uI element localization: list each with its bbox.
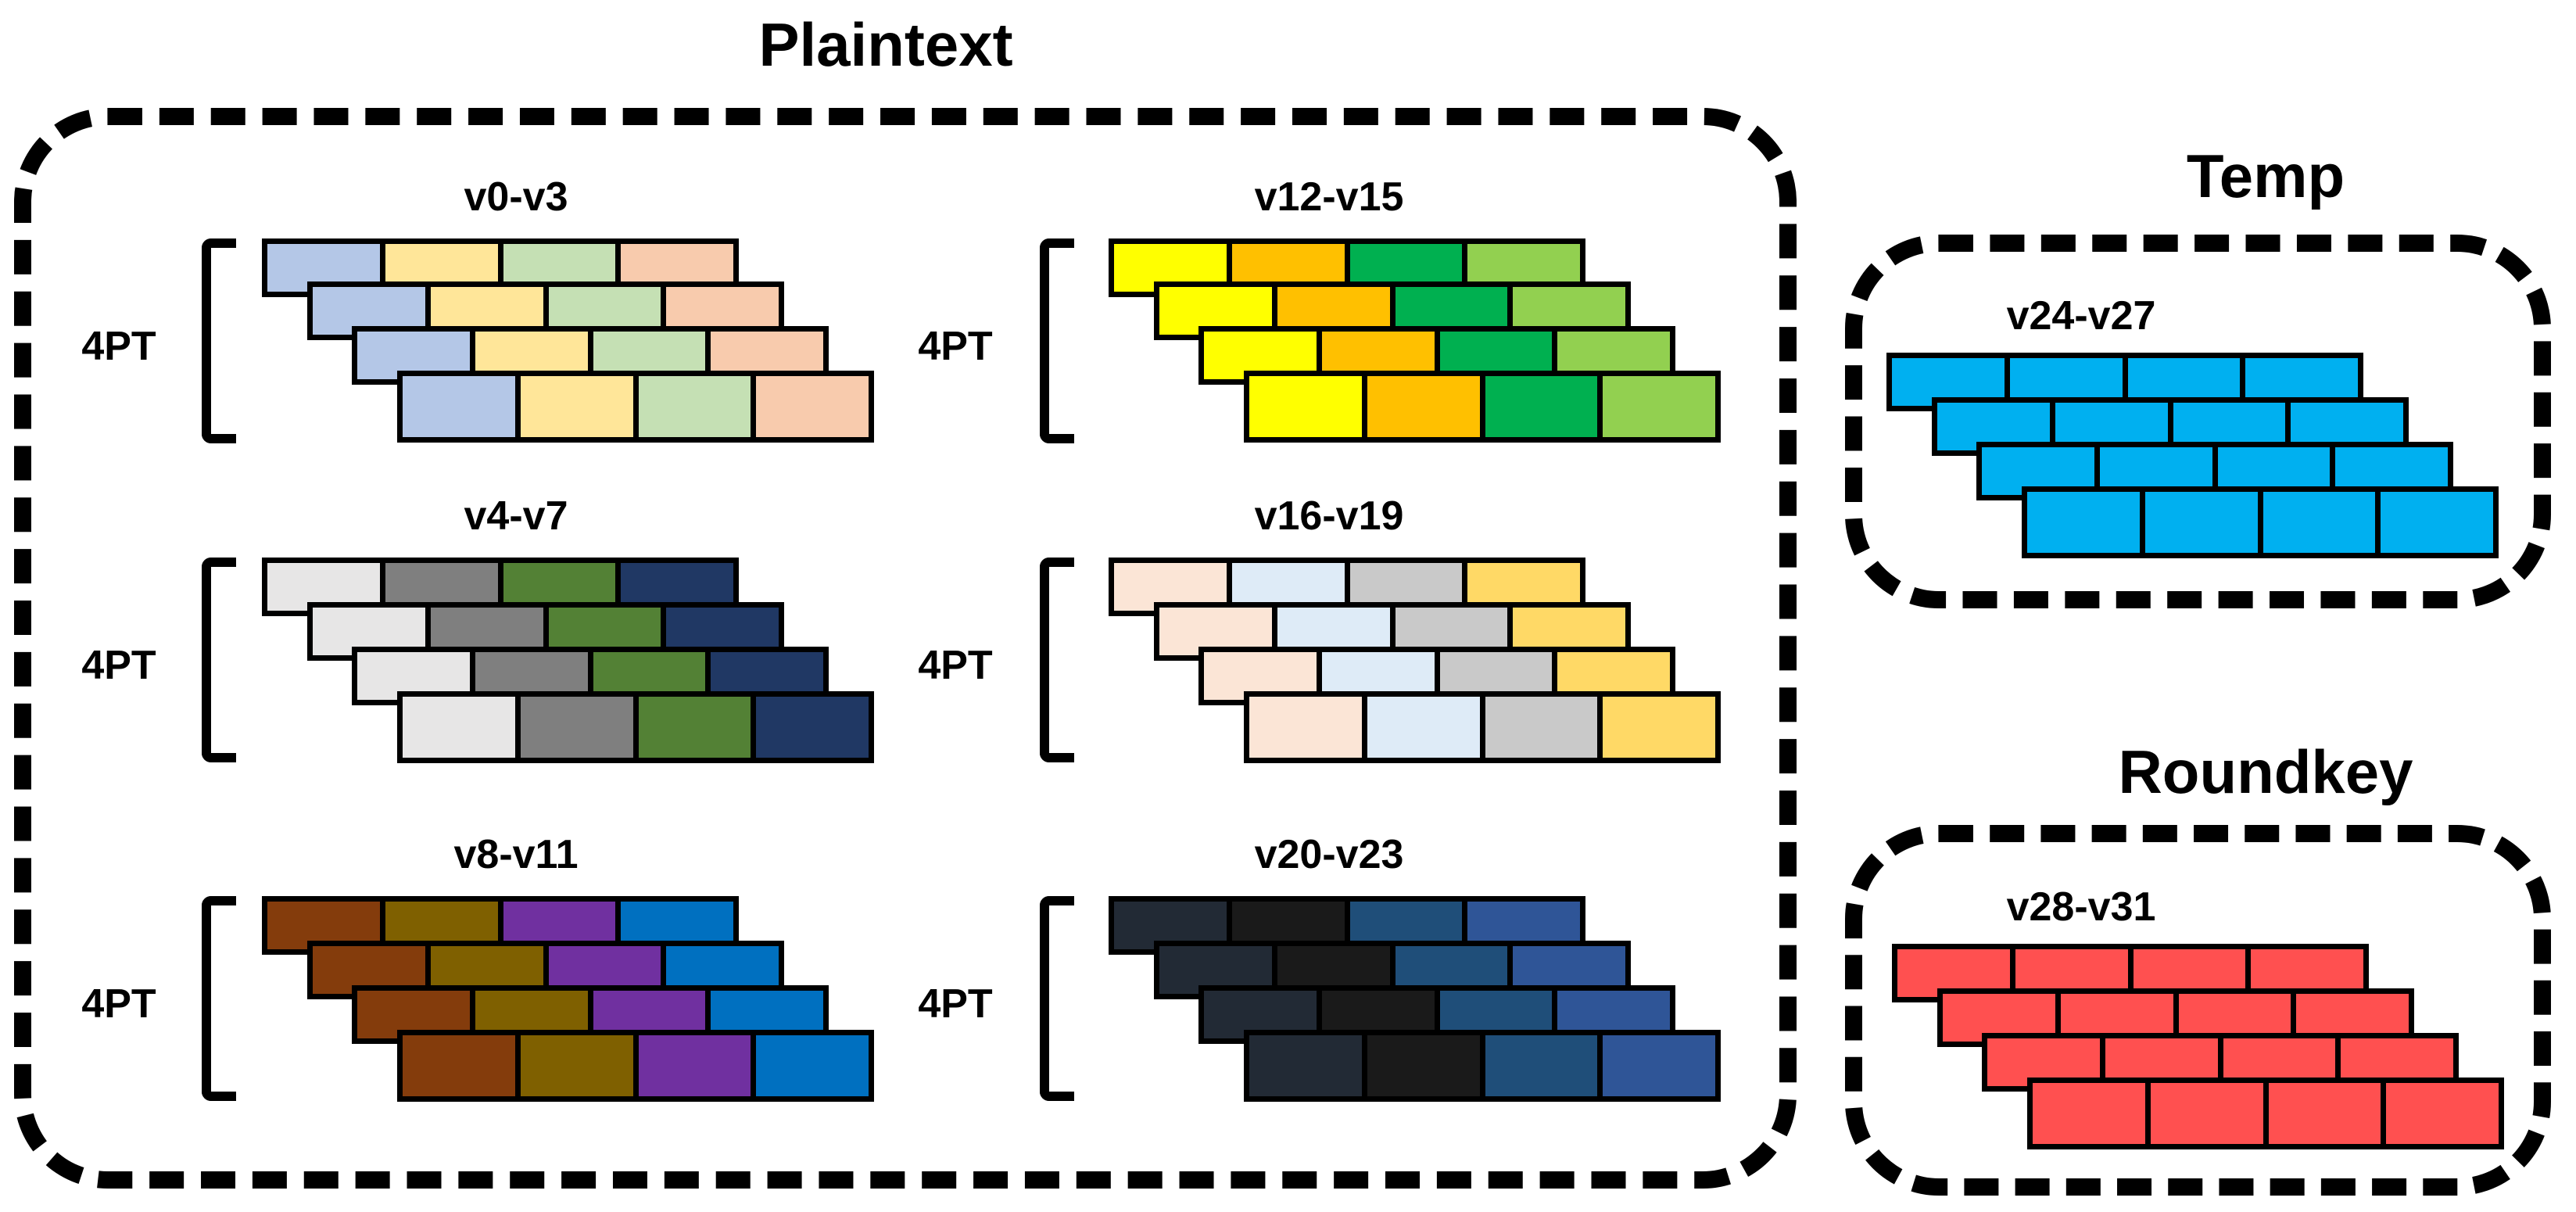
register-lane [1597,376,1715,437]
register-lane [1249,1035,1362,1096]
register-range-label: v8-v11 [453,832,579,877]
register-row [397,1030,874,1102]
register-row [2022,486,2499,558]
register-range-label: v24-v27 [2006,293,2156,339]
register-lane [1479,1035,1598,1096]
register-lane [514,376,633,437]
temp-box [1845,235,2551,608]
register-lane [1249,697,1362,758]
roundkey-box [1845,825,2551,1196]
register-row [2027,1078,2504,1149]
plaintext-box [14,108,1797,1189]
pt-count-label: 4PT [918,981,993,1027]
stack-bracket [1040,238,1074,443]
register-row [1244,691,1721,763]
temp-title: Temp [2186,142,2345,210]
register-row [1244,1030,1721,1102]
register-row [397,371,874,443]
register-lane [403,376,515,437]
pt-count-label: 4PT [81,981,156,1027]
register-lane [632,1035,751,1096]
register-lane [2033,1083,2145,1144]
register-lane [2027,492,2140,553]
register-lane [2257,492,2376,553]
register-lane [751,697,869,758]
register-row [1244,371,1721,443]
register-lane [1479,376,1598,437]
register-lane [2263,1083,2381,1144]
register-lane [514,697,633,758]
register-lane [751,376,869,437]
register-lane [632,697,751,758]
pt-count-label: 4PT [918,643,993,688]
register-lane [2139,492,2258,553]
pt-count-label: 4PT [81,643,156,688]
register-range-label: v16-v19 [1254,493,1404,539]
register-range-label: v0-v3 [464,174,568,220]
register-row [397,691,874,763]
register-lane [2375,492,2493,553]
stack-bracket [1040,896,1074,1101]
register-lane [1249,376,1362,437]
register-range-label: v28-v31 [2006,884,2156,930]
stack-bracket [202,238,236,443]
register-lane [1361,697,1480,758]
register-range-label: v4-v7 [464,493,568,539]
register-lane [1597,1035,1715,1096]
register-lane [2144,1083,2263,1144]
stack-bracket [202,558,236,762]
register-lane [751,1035,869,1096]
register-lane [403,697,515,758]
register-row [262,896,739,955]
register-lane [1597,697,1715,758]
register-lane [632,376,751,437]
register-range-label: v12-v15 [1254,174,1404,220]
register-lane [2381,1083,2499,1144]
roundkey-title: Roundkey [2118,737,2413,806]
register-range-label: v20-v23 [1254,832,1404,877]
register-lane [1361,1035,1480,1096]
register-lane [514,1035,633,1096]
register-lane [1479,697,1598,758]
plaintext-title: Plaintext [758,10,1013,79]
pt-count-label: 4PT [918,324,993,369]
register-row [1198,326,1675,385]
register-lane [1361,376,1480,437]
register-lane [403,1035,515,1096]
stack-bracket [202,896,236,1101]
pt-count-label: 4PT [81,324,156,369]
stack-bracket [1040,558,1074,762]
